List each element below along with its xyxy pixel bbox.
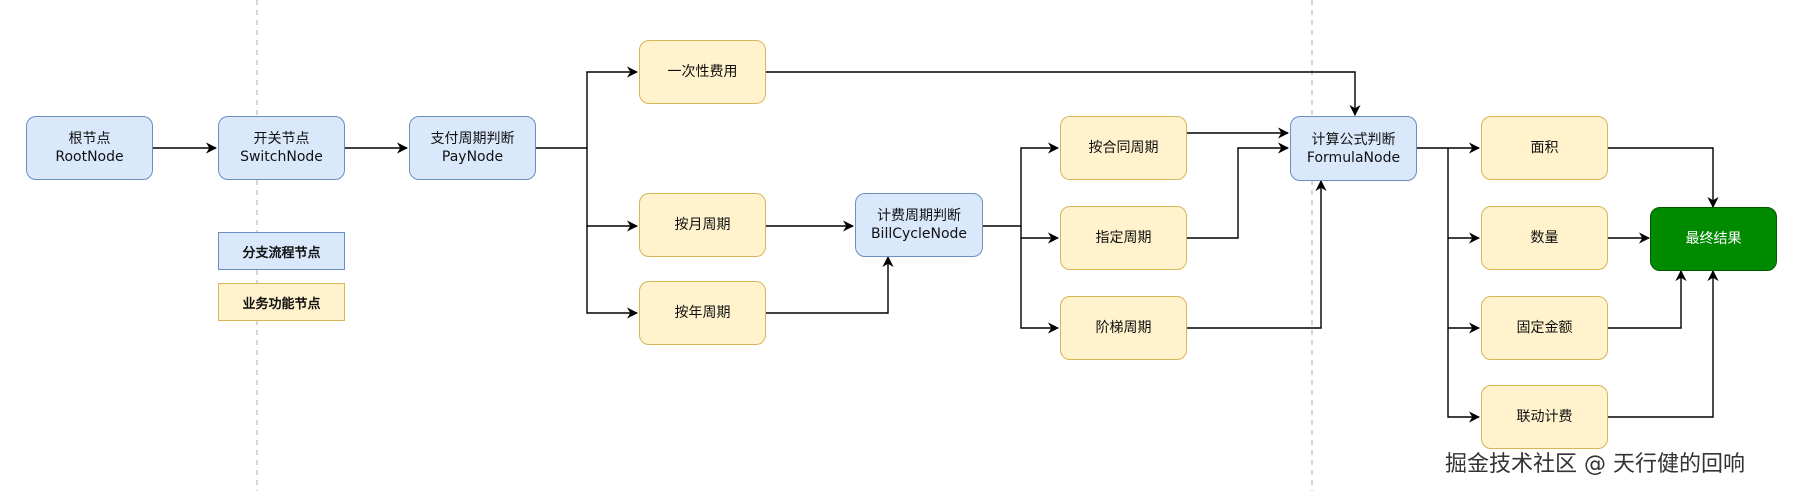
edge-formula-linked	[1447, 328, 1481, 423]
billcycle-node[interactable]: 计费周期判断 BillCycleNode	[855, 193, 983, 257]
contract-cycle-label: 按合同周期	[1088, 140, 1159, 156]
pay-node-id: PayNode	[441, 149, 504, 165]
edge-pay-once	[536, 66, 639, 149]
formula-node[interactable]: 计算公式判断 FormulaNode	[1290, 116, 1417, 181]
root-node[interactable]: 根节点 RootNode	[26, 116, 153, 180]
edge-billcycle-contract	[983, 142, 1060, 227]
quantity-label: 数量	[1530, 230, 1559, 246]
fixed-amount-node[interactable]: 固定金额	[1481, 296, 1608, 360]
edge-billcycle-specified	[1020, 226, 1060, 244]
legend-business-label: 业务功能节点	[242, 296, 321, 312]
tiered-cycle-label: 阶梯周期	[1095, 320, 1152, 336]
edge-formula-fixed	[1447, 238, 1481, 334]
fixed-amount-label: 固定金额	[1516, 320, 1573, 336]
edge-specified-formula	[1187, 142, 1290, 239]
tiered-cycle-node[interactable]: 阶梯周期	[1060, 296, 1187, 360]
edge-formula-quantity	[1447, 148, 1481, 244]
specified-cycle-node[interactable]: 指定周期	[1060, 206, 1187, 270]
billcycle-node-label: 计费周期判断	[877, 208, 961, 224]
edge-pay-monthly	[586, 148, 639, 232]
switch-node[interactable]: 开关节点 SwitchNode	[218, 116, 345, 180]
edge-tiered-formula	[1187, 179, 1327, 329]
pay-node[interactable]: 支付周期判断 PayNode	[409, 116, 536, 180]
pay-node-label: 支付周期判断	[430, 131, 515, 147]
switch-node-label: 开关节点	[253, 131, 310, 147]
final-result-label: 最终结果	[1685, 231, 1742, 247]
edge-area-result	[1608, 147, 1719, 209]
yearly-cycle-label: 按年周期	[674, 305, 731, 321]
legend-branch-label: 分支流程节点	[242, 245, 321, 261]
quantity-node[interactable]: 数量	[1481, 206, 1608, 270]
area-node[interactable]: 面积	[1481, 116, 1608, 180]
edge-once-formula	[766, 71, 1361, 117]
once-fee-label: 一次性费用	[667, 64, 738, 80]
legend-branch-node: 分支流程节点	[218, 232, 345, 270]
yearly-cycle-node[interactable]: 按年周期	[639, 281, 766, 345]
root-node-label: 根节点	[68, 131, 111, 147]
monthly-cycle-label: 按月周期	[674, 217, 731, 233]
legend-business-node: 业务功能节点	[218, 283, 345, 321]
edge-pay-yearly	[586, 226, 639, 319]
watermark-text: 掘金技术社区 @ 天行健的回响	[1445, 452, 1745, 477]
final-result-node[interactable]: 最终结果	[1650, 207, 1777, 271]
specified-cycle-label: 指定周期	[1095, 230, 1152, 246]
linked-billing-label: 联动计费	[1516, 409, 1573, 425]
root-node-id: RootNode	[55, 149, 124, 165]
formula-node-id: FormulaNode	[1306, 149, 1401, 166]
monthly-cycle-node[interactable]: 按月周期	[639, 193, 766, 257]
once-fee-node[interactable]: 一次性费用	[639, 40, 766, 104]
linked-billing-node[interactable]: 联动计费	[1481, 385, 1608, 449]
switch-node-id: SwitchNode	[240, 149, 323, 165]
formula-node-label: 计算公式判断	[1311, 131, 1396, 148]
area-label: 面积	[1530, 140, 1559, 156]
edge-linked-result	[1608, 269, 1719, 418]
contract-cycle-node[interactable]: 按合同周期	[1060, 116, 1187, 180]
edge-yearly-billcycle	[766, 255, 894, 314]
edge-billcycle-tiered	[1020, 238, 1060, 334]
billcycle-node-id: BillCycleNode	[870, 226, 968, 242]
edge-fixed-result	[1608, 269, 1687, 329]
